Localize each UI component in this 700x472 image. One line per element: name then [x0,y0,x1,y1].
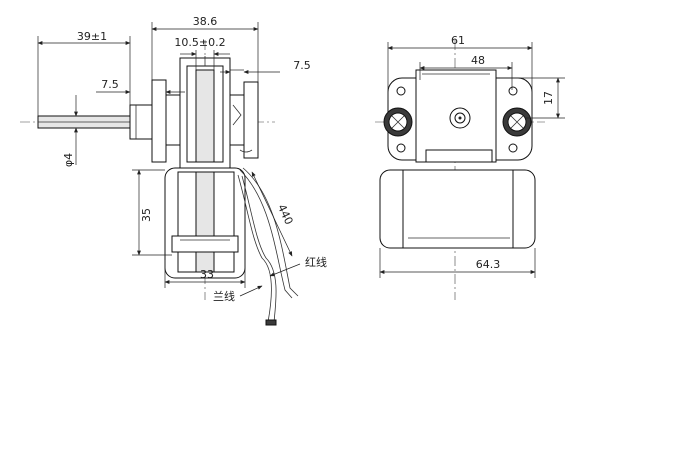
rotor-frame [179,56,231,169]
dim-bottom-width: 33 [164,260,246,288]
dim-wire-length: 440 [251,171,296,257]
dim-total-width: 61 [387,34,533,100]
right-bearing-hub [229,81,259,159]
dim-shaft-length-label: 39±1 [77,30,107,43]
dim-shaft-diameter-label: φ4 [62,153,75,167]
left-mounting-boss [383,107,413,137]
dim-left-offset-label: 7.5 [101,78,119,91]
dim-shaft-diameter: φ4 [62,95,78,167]
dim-height: 35 [132,169,172,256]
dim-center: 10.5±0.2 [174,36,230,70]
dim-bottom-width-label: 33 [200,268,214,281]
front-shaft-hub [449,107,471,129]
dim-hole-height: 17 [500,77,565,119]
dim-hole-height-label: 17 [542,91,555,105]
front-view: 61 48 17 64.3 [375,34,565,300]
right-mounting-boss [502,107,532,137]
red-wire-label: 红线 [305,255,327,269]
dim-hole-spacing-label: 48 [471,54,485,67]
dim-right-offset-label: 7.5 [293,59,311,72]
blue-wire-label-group: 兰线 [213,285,263,303]
mounting-holes [396,86,518,153]
red-wire-label-group: 红线 [269,255,327,277]
dim-right-offset: 7.5 [220,59,311,74]
dim-coil-width: 64.3 [379,248,536,278]
dim-hole-spacing: 48 [419,54,513,90]
dim-shaft-length: 39±1 [37,30,131,116]
dim-top-width-label: 38.6 [193,15,218,28]
dim-coil-width-label: 64.3 [476,258,501,271]
dim-left-offset: 7.5 [96,78,185,94]
dim-center-label: 10.5±0.2 [174,36,225,49]
dim-total-width-label: 61 [451,34,465,47]
shaft [37,115,139,129]
front-coil [379,169,536,249]
lead-wires [237,167,299,326]
dim-height-label: 35 [140,208,153,222]
side-view: 38.6 39±1 10.5±0.2 7.5 7.5 [20,15,327,326]
coil-body [164,167,246,279]
dim-wire-length-label: 440 [275,202,296,227]
blue-wire-label: 兰线 [213,289,235,303]
